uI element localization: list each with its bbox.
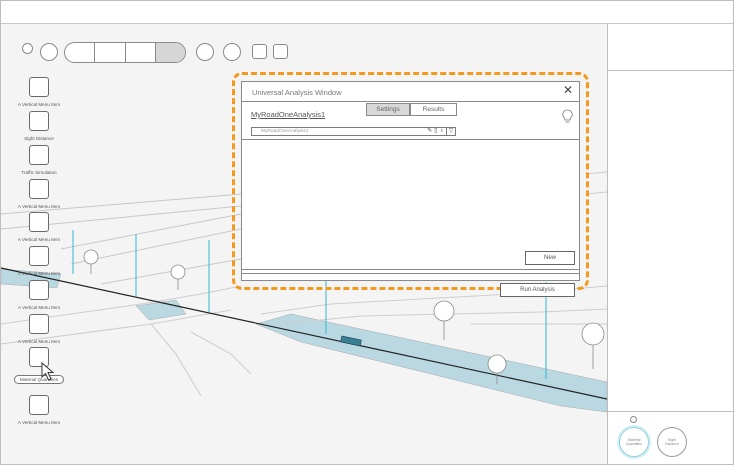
road-line bbox=[60, 213, 242, 250]
analysis-name-link[interactable]: MyRoadOneAnalysis1 bbox=[251, 110, 326, 119]
chevron-down-icon[interactable]: ▽ bbox=[446, 128, 455, 135]
road-line bbox=[1, 193, 242, 215]
vmenu-label: Sight Distance bbox=[24, 136, 54, 141]
title-divider bbox=[242, 101, 579, 102]
road-scene bbox=[1, 171, 607, 413]
vmenu-icon[interactable] bbox=[29, 314, 49, 334]
road-line bbox=[1, 285, 242, 325]
tab-results[interactable]: Results bbox=[410, 103, 457, 116]
alignment-line bbox=[1, 267, 607, 400]
vmenu-icon[interactable] bbox=[29, 77, 49, 97]
toolbar-round-button[interactable] bbox=[196, 43, 214, 61]
vmenu-icon[interactable] bbox=[29, 212, 49, 232]
road-line bbox=[585, 191, 607, 195]
toolbar-round-button[interactable] bbox=[40, 43, 58, 61]
trash-icon[interactable]: ▯ bbox=[434, 128, 438, 134]
vmenu-label: A Vertical Menu Item bbox=[17, 305, 61, 310]
window-title: Universal Analysis Window bbox=[252, 88, 342, 97]
vmenu-label: A Vertical Menu Item bbox=[17, 237, 61, 242]
vmenu-tooltip: Material Quantities bbox=[13, 375, 65, 384]
vmenu-icon[interactable] bbox=[29, 246, 49, 266]
vmenu-icon[interactable] bbox=[29, 145, 49, 165]
analysis-content-area bbox=[242, 139, 579, 271]
tab-settings[interactable]: Settings bbox=[366, 103, 410, 116]
vmenu-label: A Vertical Menu Item bbox=[17, 271, 61, 276]
lightbulb-icon[interactable] bbox=[562, 109, 573, 125]
vmenu-item[interactable]: A Vertical Menu Item bbox=[5, 280, 73, 310]
close-icon[interactable]: ✕ bbox=[562, 83, 573, 97]
segment-3[interactable] bbox=[126, 43, 156, 62]
vmenu-icon[interactable] bbox=[29, 280, 49, 300]
pencil-icon[interactable]: ✎ bbox=[427, 128, 433, 134]
vmenu-icon[interactable] bbox=[29, 179, 49, 199]
sight-distance-shortcut[interactable]: Sight Distance bbox=[657, 427, 687, 457]
top-bar bbox=[1, 1, 733, 24]
vmenu-label: Traffic Simulation bbox=[21, 170, 57, 175]
segment-4[interactable] bbox=[155, 43, 185, 62]
footer-divider bbox=[242, 269, 579, 270]
footer-divider bbox=[242, 273, 579, 274]
vmenu-label: A Vertical Menu Item bbox=[17, 420, 61, 425]
trees bbox=[83, 249, 605, 384]
universal-analysis-window: Universal Analysis Window ✕ MyRoadOneAna… bbox=[241, 81, 580, 297]
vmenu-icon[interactable] bbox=[29, 395, 49, 415]
vmenu-item[interactable]: A Vertical Menu Item bbox=[5, 212, 73, 242]
pointer-cursor-icon bbox=[41, 362, 55, 381]
water-channel bbox=[255, 313, 607, 413]
vmenu-label: A Vertical Menu Item bbox=[17, 339, 61, 344]
vmenu-item-traffic-simulation[interactable]: Traffic Simulation bbox=[5, 145, 73, 175]
vmenu-label: A Vertical Menu Item bbox=[17, 204, 61, 209]
new-button[interactable]: New bbox=[525, 251, 575, 265]
toolbar-round-button[interactable] bbox=[223, 43, 241, 61]
vmenu-item[interactable]: A Vertical Menu Item bbox=[5, 395, 73, 425]
vmenu-item[interactable]: A Vertical Menu Item bbox=[5, 179, 73, 209]
vehicle-marker bbox=[340, 335, 362, 347]
window-highlight bbox=[232, 72, 589, 290]
dropdown-actions: ✎ ▯ ♁ ▽ bbox=[427, 128, 455, 135]
material-quantities-shortcut[interactable]: Material Quantities bbox=[619, 427, 649, 457]
vmenu-item[interactable]: A Vertical Menu Item bbox=[5, 314, 73, 344]
run-analysis-button[interactable]: Run Analysis bbox=[500, 283, 575, 297]
road-line bbox=[585, 171, 607, 175]
right-panel-header bbox=[608, 24, 733, 71]
segment-2[interactable] bbox=[95, 43, 126, 62]
segmented-control bbox=[64, 42, 186, 63]
dropdown-value: MyRoadOneAnalysis1 bbox=[261, 129, 309, 134]
right-panel-body bbox=[608, 71, 733, 412]
toolbar-dot-button[interactable] bbox=[22, 43, 33, 54]
pin-icon[interactable]: ♁ bbox=[439, 128, 445, 134]
road-line bbox=[190, 331, 252, 375]
vmenu-item-sight-distance[interactable]: Sight Distance bbox=[5, 111, 73, 141]
road-line bbox=[70, 228, 242, 265]
vmenu-icon[interactable] bbox=[29, 111, 49, 131]
right-panel: Material Quantities Sight Distance bbox=[608, 24, 733, 464]
toolbar-square-button[interactable] bbox=[252, 44, 267, 59]
vmenu-label: A Vertical Menu Item bbox=[17, 102, 61, 107]
toolbar-square-button[interactable] bbox=[273, 44, 288, 59]
vmenu-item-material-quantities[interactable]: Material Quantities bbox=[5, 347, 73, 386]
vmenu-item[interactable]: A Vertical Menu Item bbox=[5, 77, 73, 107]
vmenu-item[interactable]: A Vertical Menu Item bbox=[5, 246, 73, 276]
road-line bbox=[150, 323, 202, 397]
analysis-dropdown[interactable]: MyRoadOneAnalysis1 ✎ ▯ ♁ ▽ bbox=[251, 127, 456, 136]
right-panel-shortcuts: Material Quantities Sight Distance bbox=[608, 412, 733, 464]
indicator-dot bbox=[630, 416, 637, 423]
map-viewport[interactable]: A Vertical Menu Item Sight Distance Traf… bbox=[1, 24, 608, 464]
segment-1[interactable] bbox=[65, 43, 96, 62]
